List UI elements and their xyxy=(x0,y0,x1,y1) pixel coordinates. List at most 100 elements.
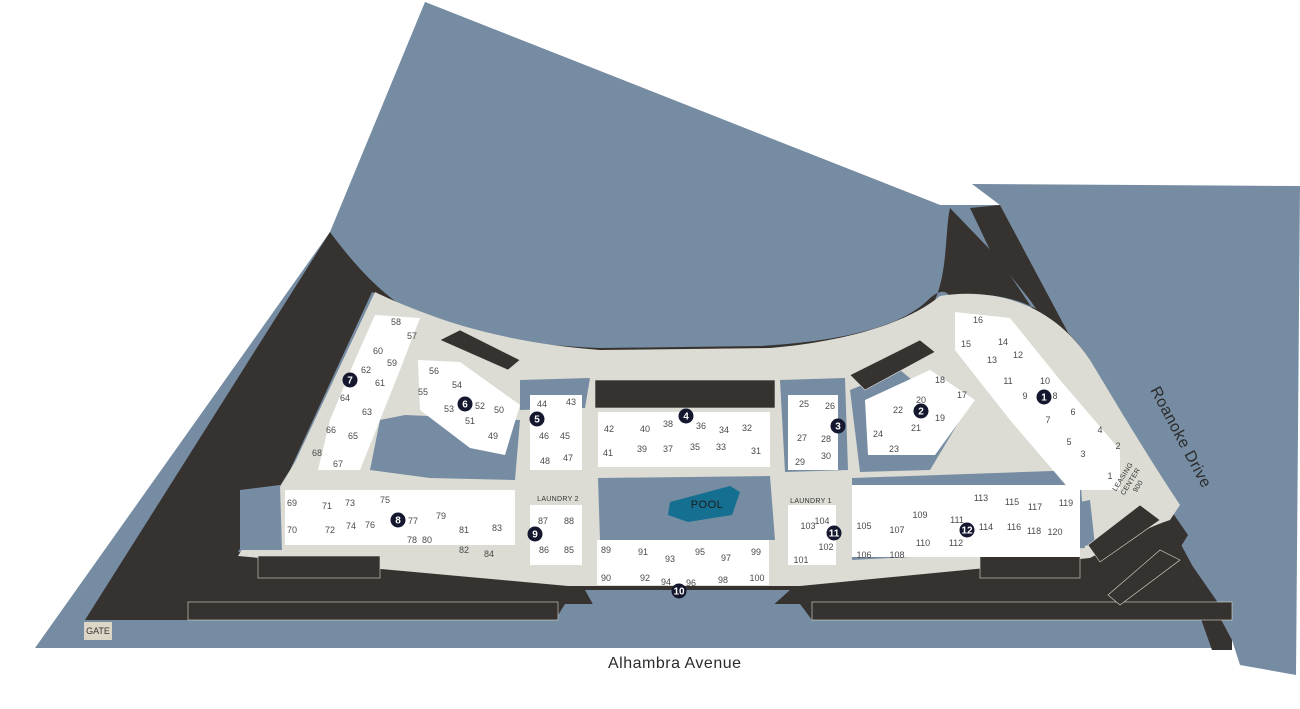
unit-label-75[interactable]: 75 xyxy=(380,495,390,505)
unit-label-48[interactable]: 48 xyxy=(540,456,550,466)
unit-label-17[interactable]: 17 xyxy=(957,390,967,400)
unit-label-36[interactable]: 36 xyxy=(696,421,706,431)
unit-label-62[interactable]: 62 xyxy=(361,365,371,375)
unit-label-23[interactable]: 23 xyxy=(889,444,899,454)
unit-label-100[interactable]: 100 xyxy=(749,573,764,583)
unit-label-30[interactable]: 30 xyxy=(821,451,831,461)
unit-label-55[interactable]: 55 xyxy=(418,387,428,397)
building-marker-9[interactable]: 9 xyxy=(527,526,543,542)
unit-label-15[interactable]: 15 xyxy=(961,339,971,349)
unit-label-101[interactable]: 101 xyxy=(793,555,808,565)
unit-label-94[interactable]: 94 xyxy=(661,577,671,587)
unit-label-44[interactable]: 44 xyxy=(537,399,547,409)
building-marker-1[interactable]: 1 xyxy=(1036,389,1052,405)
unit-label-92[interactable]: 92 xyxy=(640,573,650,583)
unit-label-96[interactable]: 96 xyxy=(686,578,696,588)
unit-label-120[interactable]: 120 xyxy=(1047,527,1062,537)
unit-label-107[interactable]: 107 xyxy=(889,525,904,535)
building-marker-circle[interactable] xyxy=(671,583,687,599)
unit-label-66[interactable]: 66 xyxy=(326,425,336,435)
unit-label-113[interactable]: 113 xyxy=(974,493,988,503)
unit-label-103[interactable]: 103 xyxy=(800,521,815,531)
unit-label-106[interactable]: 106 xyxy=(856,550,871,560)
building-marker-circle[interactable] xyxy=(678,408,694,424)
unit-label-76[interactable]: 76 xyxy=(365,520,375,530)
unit-label-63[interactable]: 63 xyxy=(362,407,372,417)
unit-label-53[interactable]: 53 xyxy=(444,404,454,414)
unit-label-40[interactable]: 40 xyxy=(640,424,650,434)
building-marker-10[interactable]: 10 xyxy=(671,583,687,599)
unit-label-21[interactable]: 21 xyxy=(911,423,921,433)
building-marker-5[interactable]: 5 xyxy=(529,411,545,427)
unit-label-110[interactable]: 110 xyxy=(916,538,930,548)
unit-label-29[interactable]: 29 xyxy=(795,457,805,467)
unit-label-24[interactable]: 24 xyxy=(873,429,883,439)
pool[interactable] xyxy=(668,486,740,522)
unit-label-80[interactable]: 80 xyxy=(422,535,432,545)
unit-label-97[interactable]: 97 xyxy=(721,553,731,563)
unit-label-116[interactable]: 116 xyxy=(1007,522,1021,532)
unit-label-5[interactable]: 5 xyxy=(1066,437,1071,447)
building-marker-circle[interactable] xyxy=(457,396,473,412)
unit-label-90[interactable]: 90 xyxy=(601,573,611,583)
unit-label-71[interactable]: 71 xyxy=(322,501,332,511)
building-marker-circle[interactable] xyxy=(1036,389,1052,405)
unit-label-7[interactable]: 7 xyxy=(1045,415,1050,425)
unit-label-31[interactable]: 31 xyxy=(751,446,761,456)
unit-label-56[interactable]: 56 xyxy=(429,366,439,376)
building-marker-circle[interactable] xyxy=(390,512,406,528)
unit-label-74[interactable]: 74 xyxy=(346,521,356,531)
unit-label-52[interactable]: 52 xyxy=(475,401,485,411)
building-marker-circle[interactable] xyxy=(826,525,842,541)
unit-label-27[interactable]: 27 xyxy=(797,433,807,443)
building-marker-2[interactable]: 2 xyxy=(913,403,929,419)
unit-label-73[interactable]: 73 xyxy=(345,498,355,508)
unit-label-78[interactable]: 78 xyxy=(407,535,417,545)
unit-label-91[interactable]: 91 xyxy=(638,547,648,557)
unit-label-19[interactable]: 19 xyxy=(935,413,945,423)
unit-label-50[interactable]: 50 xyxy=(494,405,504,415)
building-marker-circle[interactable] xyxy=(529,411,545,427)
unit-label-43[interactable]: 43 xyxy=(566,397,576,407)
unit-label-46[interactable]: 46 xyxy=(539,431,549,441)
unit-label-28[interactable]: 28 xyxy=(821,434,831,444)
unit-label-111[interactable]: 111 xyxy=(950,515,964,525)
unit-label-65[interactable]: 65 xyxy=(348,431,358,441)
unit-label-119[interactable]: 119 xyxy=(1059,498,1073,508)
unit-label-88[interactable]: 88 xyxy=(564,516,574,526)
unit-label-86[interactable]: 86 xyxy=(539,545,549,555)
building-marker-circle[interactable] xyxy=(830,418,846,434)
unit-label-25[interactable]: 25 xyxy=(799,399,809,409)
unit-label-18[interactable]: 18 xyxy=(935,375,945,385)
building-marker-11[interactable]: 11 xyxy=(826,525,842,541)
unit-label-81[interactable]: 81 xyxy=(459,525,469,535)
unit-label-35[interactable]: 35 xyxy=(690,442,700,452)
unit-label-9[interactable]: 9 xyxy=(1022,391,1027,401)
unit-label-32[interactable]: 32 xyxy=(742,423,752,433)
unit-label-72[interactable]: 72 xyxy=(325,525,335,535)
unit-label-61[interactable]: 61 xyxy=(375,378,385,388)
unit-label-102[interactable]: 102 xyxy=(818,542,833,552)
unit-label-89[interactable]: 89 xyxy=(601,545,611,555)
unit-label-83[interactable]: 83 xyxy=(492,523,502,533)
unit-label-41[interactable]: 41 xyxy=(603,448,613,458)
unit-label-33[interactable]: 33 xyxy=(716,442,726,452)
unit-label-47[interactable]: 47 xyxy=(563,453,573,463)
unit-label-115[interactable]: 115 xyxy=(1005,497,1019,507)
unit-label-112[interactable]: 112 xyxy=(949,538,963,548)
unit-label-114[interactable]: 114 xyxy=(979,522,993,532)
unit-label-4[interactable]: 4 xyxy=(1097,425,1102,435)
unit-label-14[interactable]: 14 xyxy=(998,337,1008,347)
unit-label-26[interactable]: 26 xyxy=(825,401,835,411)
unit-label-77[interactable]: 77 xyxy=(408,516,418,526)
unit-label-109[interactable]: 109 xyxy=(912,510,927,520)
unit-label-95[interactable]: 95 xyxy=(695,547,705,557)
unit-label-98[interactable]: 98 xyxy=(718,575,728,585)
unit-label-85[interactable]: 85 xyxy=(564,545,574,555)
building-marker-12[interactable]: 12 xyxy=(959,522,975,538)
unit-label-118[interactable]: 118 xyxy=(1027,526,1041,536)
unit-label-3[interactable]: 3 xyxy=(1080,449,1085,459)
unit-label-10[interactable]: 10 xyxy=(1040,376,1050,386)
unit-label-12[interactable]: 12 xyxy=(1013,350,1023,360)
unit-label-82[interactable]: 82 xyxy=(459,545,469,555)
